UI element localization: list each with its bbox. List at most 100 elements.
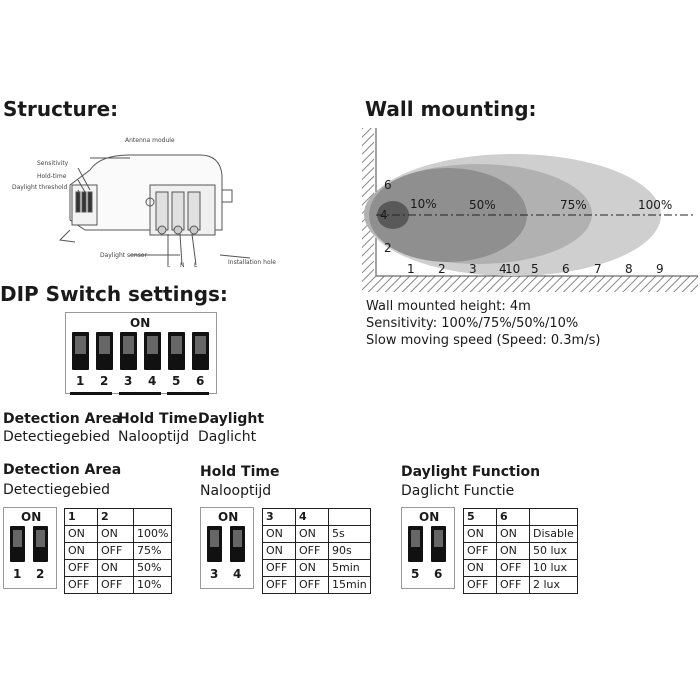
cell: ON <box>97 559 134 577</box>
switch-6 <box>431 526 446 562</box>
zone-50-label: 50% <box>469 198 496 212</box>
cell: OFF <box>97 576 134 594</box>
cell: Disable <box>529 525 578 543</box>
header-cell: 6 <box>496 508 530 526</box>
cell: 10% <box>132 576 173 594</box>
cell: 2 lux <box>529 576 578 594</box>
switch-number-1: 1 <box>13 567 22 581</box>
switch-number-2: 2 <box>36 567 45 581</box>
cell: OFF <box>496 576 530 594</box>
holdtime-on-label: ON <box>218 510 239 524</box>
holdtime-switch-box <box>200 507 254 589</box>
group-detection-en: Detection Area <box>3 411 122 427</box>
switch-number-4: 4 <box>233 567 242 581</box>
cell: ON <box>295 559 329 577</box>
y-tick-6: 6 <box>384 178 392 192</box>
header-cell: 2 <box>97 508 134 526</box>
dip-number-4: 4 <box>148 374 157 388</box>
detection-on-label: ON <box>21 510 42 524</box>
cell: OFF <box>496 559 530 577</box>
x-tick: 8 <box>625 262 633 276</box>
cell: ON <box>496 542 530 560</box>
dip-switch-title: DIP Switch settings: <box>0 282 228 306</box>
cell: ON <box>463 525 497 543</box>
cell: ON <box>262 542 296 560</box>
cell: OFF <box>64 576 98 594</box>
cell: 100% <box>132 525 173 543</box>
antenna-module-label: Antenna module <box>125 137 175 144</box>
header-cell: 4 <box>295 508 329 526</box>
holdtime-label: Hold-time <box>37 173 67 180</box>
x-tick: 10 <box>505 262 521 276</box>
structure-title: Structure: <box>3 97 119 121</box>
cell: OFF <box>295 542 329 560</box>
cell: ON <box>64 542 98 560</box>
header-cell: 1 <box>64 508 98 526</box>
x-tick: 4 <box>499 262 507 276</box>
cell: 5min <box>328 559 371 577</box>
installation-hole-label: Installation hole <box>228 259 276 266</box>
x-tick: 2 <box>438 262 446 276</box>
cell: 90s <box>328 542 371 560</box>
cell: OFF <box>262 559 296 577</box>
cell: OFF <box>262 576 296 594</box>
daylight-table-subtitle: Daglicht Functie <box>401 483 515 499</box>
dip-number-5: 5 <box>172 374 181 388</box>
daylight-sensor-label: Daylight sensor <box>100 252 147 259</box>
daylight-threshold-label: Daylight threshold <box>12 184 68 191</box>
sensitivity-text: Sensitivity: 100%/75%/50%/10% <box>366 316 579 331</box>
header-cell <box>529 508 578 526</box>
cell: 5s <box>328 525 371 543</box>
header-cell: 3 <box>262 508 296 526</box>
detection-table-subtitle: Detectiegebied <box>3 482 110 498</box>
header-cell <box>328 508 371 526</box>
cell: 50% <box>132 559 173 577</box>
group-detection-nl: Detectiegebied <box>3 429 110 445</box>
group-bar-daylight <box>167 392 209 395</box>
dip-switch-2 <box>96 332 113 370</box>
group-daylight-nl: Daglicht <box>198 429 257 445</box>
switch-3 <box>207 526 222 562</box>
switch-1 <box>10 526 25 562</box>
x-tick: 5 <box>531 262 539 276</box>
cell: OFF <box>64 559 98 577</box>
sensor-module-drawing <box>58 154 251 266</box>
cell: OFF <box>97 542 134 560</box>
group-holdtime-en: Hold Time <box>118 411 198 427</box>
cell: OFF <box>295 576 329 594</box>
x-tick: 7 <box>594 262 602 276</box>
mount-height-text: Wall mounted height: 4m <box>366 299 531 314</box>
speed-text: Slow moving speed (Speed: 0.3m/s) <box>366 333 601 348</box>
dip-switch-5 <box>168 332 185 370</box>
dip-number-1: 1 <box>76 374 85 388</box>
group-bar-detection <box>70 392 112 395</box>
x-tick: 6 <box>562 262 570 276</box>
cell: 10 lux <box>529 559 578 577</box>
group-daylight-en: Daylight <box>198 411 265 427</box>
cell: ON <box>463 559 497 577</box>
zone-100-label: 100% <box>638 198 673 212</box>
wall-mounting-title: Wall mounting: <box>365 97 537 121</box>
switch-5 <box>408 526 423 562</box>
header-cell: 5 <box>463 508 497 526</box>
header-cell <box>132 508 173 526</box>
dip-number-6: 6 <box>196 374 205 388</box>
terminal-l2-label: L <box>194 262 198 269</box>
cell: 50 lux <box>529 542 578 560</box>
cell: ON <box>64 525 98 543</box>
y-tick-2: 2 <box>384 241 392 255</box>
cell: OFF <box>463 542 497 560</box>
cell: OFF <box>463 576 497 594</box>
